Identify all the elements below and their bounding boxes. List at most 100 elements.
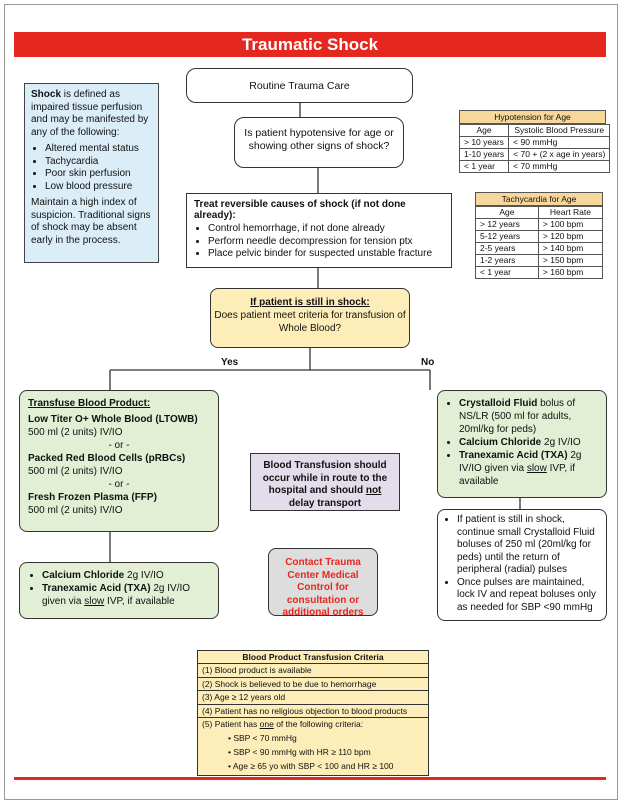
shock-signs-list: Altered mental status Tachycardia Poor s… (31, 143, 152, 193)
table-cell: > 150 bpm (537, 254, 604, 267)
transport-note-pre: Blood Transfusion should occur while in … (262, 460, 388, 496)
shock-definition-intro: Shock is defined as impaired tissue perf… (31, 89, 152, 139)
still-in-shock-question: Does patient meet criteria for transfusi… (214, 310, 406, 334)
table-cell: > 100 bpm (537, 218, 604, 231)
transport-note-text: Blood Transfusion should occur while in … (263, 460, 387, 509)
treat-list: Control hemorrhage, if not done already … (194, 223, 444, 261)
shock-sign: Poor skin perfusion (45, 168, 152, 181)
treat-item: Control hemorrhage, if not done already (208, 223, 444, 236)
ltowb-name: Low Titer O+ Whole Blood (LTOWB) (28, 414, 198, 425)
yes-label: Yes (221, 357, 239, 368)
transfusion-medications-box: Calcium Chloride 2g IV/IO Tranexamic Aci… (19, 562, 219, 619)
hypotension-table-title: Hypotension for Age (459, 110, 606, 124)
criteria-item-5-emphasis: one (259, 719, 274, 729)
table-cell: < 70 + (2 x age in years) (508, 148, 611, 161)
still-in-shock-decision: If patient is still in shock: Does patie… (210, 288, 410, 348)
criteria-item-5-pre: (5) Patient has (202, 719, 260, 729)
treat-item: Place pelvic binder for suspected unstab… (208, 248, 444, 261)
table-row: > 12 years> 100 bpm (475, 218, 604, 231)
txa-dose: 2g IV/IO given via (459, 450, 582, 474)
table-row: 1-2 years> 150 bpm (475, 254, 604, 267)
transport-note-box: Blood Transfusion should occur while in … (250, 453, 400, 511)
treat-item: Perform needle decompression for tension… (208, 236, 444, 249)
calcium-chloride-name: Calcium Chloride (42, 570, 125, 581)
txa-tail: IVP, if available (459, 463, 575, 487)
still-in-shock-heading: If patient is still in shock: (250, 297, 370, 308)
table-cell: > 120 bpm (537, 230, 604, 243)
transport-note-emphasis: not (365, 485, 382, 496)
continued-shock-item: If patient is still in shock, continue s… (457, 514, 600, 577)
table-cell: 2-5 years (475, 242, 539, 255)
shock-sign: Altered mental status (45, 143, 152, 156)
criteria-item-5-post: of the following criteria: (273, 719, 364, 729)
column-header: Heart Rate (537, 206, 604, 219)
prbc-dose: 500 ml (2 units) IV/IO (28, 466, 123, 477)
criteria-subitem-text: SBP < 90 mmHg with HR ≥ 110 bpm (233, 746, 371, 757)
crystalloid-item: Crystalloid Fluid bolus of NS/LR (500 ml… (459, 397, 598, 436)
shock-definition-text: is defined as impaired tissue perfusion … (31, 89, 149, 138)
table-row: > 10 years< 90 mmHg (458, 136, 611, 149)
hypotension-table-grid: Age Systolic Blood Pressure > 10 years< … (458, 124, 611, 173)
txa-tail: IVP, if available (104, 596, 175, 607)
table-cell: 1-2 years (475, 254, 539, 267)
continued-shock-box: If patient is still in shock, continue s… (437, 509, 607, 621)
transfuse-heading: Transfuse Blood Product: (28, 398, 151, 409)
criteria-item-5: (5) Patient has one of the following cri… (198, 718, 428, 773)
txa-dose: 2g IV/IO given via (42, 583, 191, 607)
transfuse-blood-product-box: Transfuse Blood Product: Low Titer O+ Wh… (19, 390, 219, 532)
table-row: 1-10 years< 70 + (2 x age in years) (458, 148, 611, 161)
calcium-chloride-item: Calcium Chloride 2g IV/IO (459, 436, 598, 449)
ffp-name: Fresh Frozen Plasma (FFP) (28, 492, 157, 503)
calcium-chloride-name: Calcium Chloride (459, 437, 542, 448)
crystalloid-list: Crystalloid Fluid bolus of NS/LR (500 ml… (446, 397, 598, 488)
shock-sign: Low blood pressure (45, 181, 152, 194)
criteria-subitem: • SBP < 90 mmHg with HR ≥ 110 bpm (228, 746, 371, 757)
or-separator: - or - (108, 440, 130, 451)
table-cell: 1-10 years (458, 148, 510, 161)
column-header: Systolic Blood Pressure (508, 124, 611, 137)
hypotension-table: Hypotension for Age Age Systolic Blood P… (458, 110, 611, 173)
table-row: < 1 year< 70 mmHg (458, 160, 611, 173)
criteria-item: (1) Blood product is available (198, 664, 428, 678)
transfusion-medications-list: Calcium Chloride 2g IV/IO Tranexamic Aci… (28, 569, 210, 608)
criteria-subitem: • Age ≥ 65 yo with SBP < 100 and HR ≥ 10… (228, 760, 394, 771)
txa-item: Tranexamic Acid (TXA) 2g IV/IO given via… (42, 582, 210, 608)
txa-name: Tranexamic Acid (TXA) (42, 583, 151, 594)
table-row: < 1 year> 160 bpm (475, 266, 604, 279)
criteria-item: (3) Age ≥ 12 years old (198, 691, 428, 705)
criteria-item: (4) Patient has no religious objection t… (198, 705, 428, 718)
criteria-subitem: • SBP < 70 mmHg (228, 732, 297, 743)
table-cell: < 1 year (458, 160, 510, 173)
page-title: Traumatic Shock (14, 32, 606, 57)
criteria-title: Blood Product Transfusion Criteria (198, 651, 428, 664)
bottom-rule (14, 777, 606, 780)
txa-item: Tranexamic Acid (TXA) 2g IV/IO given via… (459, 449, 598, 488)
shock-sign: Tachycardia (45, 156, 152, 169)
calcium-chloride-item: Calcium Chloride 2g IV/IO (42, 569, 210, 582)
tachycardia-table-grid: Age Heart Rate > 12 years> 100 bpm 5-12 … (475, 206, 604, 279)
shock-term: Shock (31, 89, 62, 100)
table-row: 2-5 years> 140 bpm (475, 242, 604, 255)
table-header-row: Age Heart Rate (475, 206, 604, 219)
column-header: Age (475, 206, 539, 219)
table-cell: < 1 year (475, 266, 539, 279)
criteria-subitem-text: SBP < 70 mmHg (233, 732, 297, 743)
hypotensive-question-node: Is patient hypotensive for age or showin… (234, 117, 404, 168)
tachycardia-table: Tachycardia for Age Age Heart Rate > 12 … (475, 192, 604, 279)
tachycardia-table-title: Tachycardia for Age (475, 192, 603, 206)
ltowb-dose: 500 ml (2 units) IV/IO (28, 427, 123, 438)
transport-note-post: delay transport (288, 497, 362, 509)
routine-trauma-care-node: Routine Trauma Care (186, 68, 413, 103)
shock-definition-box: Shock is defined as impaired tissue perf… (24, 83, 159, 263)
calcium-chloride-dose: 2g IV/IO (124, 570, 164, 581)
or-separator: - or - (108, 479, 130, 490)
table-row: 5-12 years> 120 bpm (475, 230, 604, 243)
crystalloid-text: bolus of NS/LR (500 ml for adults, 20ml/… (459, 398, 576, 435)
table-cell: 5-12 years (475, 230, 539, 243)
contact-trauma-center-box: Contact Trauma Center Medical Control fo… (268, 548, 378, 618)
column-header: Age (458, 124, 510, 137)
criteria-item: (2) Shock is believed to be due to hemor… (198, 678, 428, 691)
txa-slow: slow (84, 596, 105, 607)
